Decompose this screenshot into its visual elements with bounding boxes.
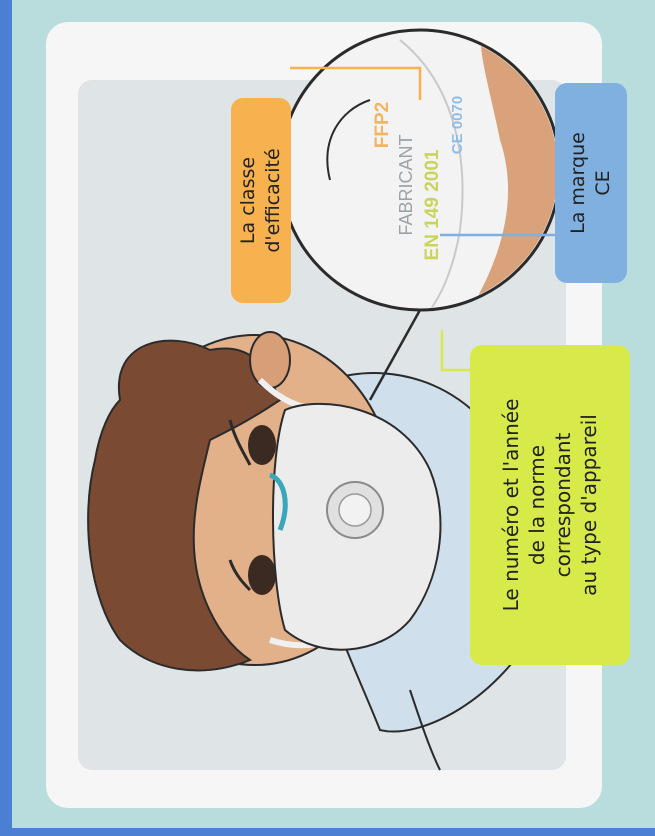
ear	[250, 332, 290, 388]
standard-line-2: de la norme	[524, 445, 550, 565]
efficiency-class-line-1: La classe	[236, 157, 261, 244]
standard-line-4: au type d'appareil	[576, 414, 602, 596]
ce-mark-line-1: La marque	[566, 132, 591, 234]
print-manufacturer: FABRICANT	[396, 134, 416, 235]
print-ce: CE 0070	[449, 96, 466, 154]
standard-line-3: correspondant	[550, 433, 576, 578]
eye-top	[248, 425, 276, 465]
efficiency-class-label: La classe d'efficacité	[231, 98, 291, 303]
print-class: FFP2	[372, 102, 393, 148]
standard-line-1: Le numéro et l'année	[498, 399, 524, 612]
ce-mark-line-2: CE	[591, 170, 616, 195]
print-standard: EN 149 2001	[422, 149, 443, 260]
mask-valve-center	[339, 494, 371, 526]
eye-bottom	[248, 555, 276, 595]
ce-mark-label: La marque CE	[555, 83, 627, 283]
standard-label: Le numéro et l'année de la norme corresp…	[470, 345, 630, 665]
efficiency-class-line-2: d'efficacité	[261, 148, 286, 252]
